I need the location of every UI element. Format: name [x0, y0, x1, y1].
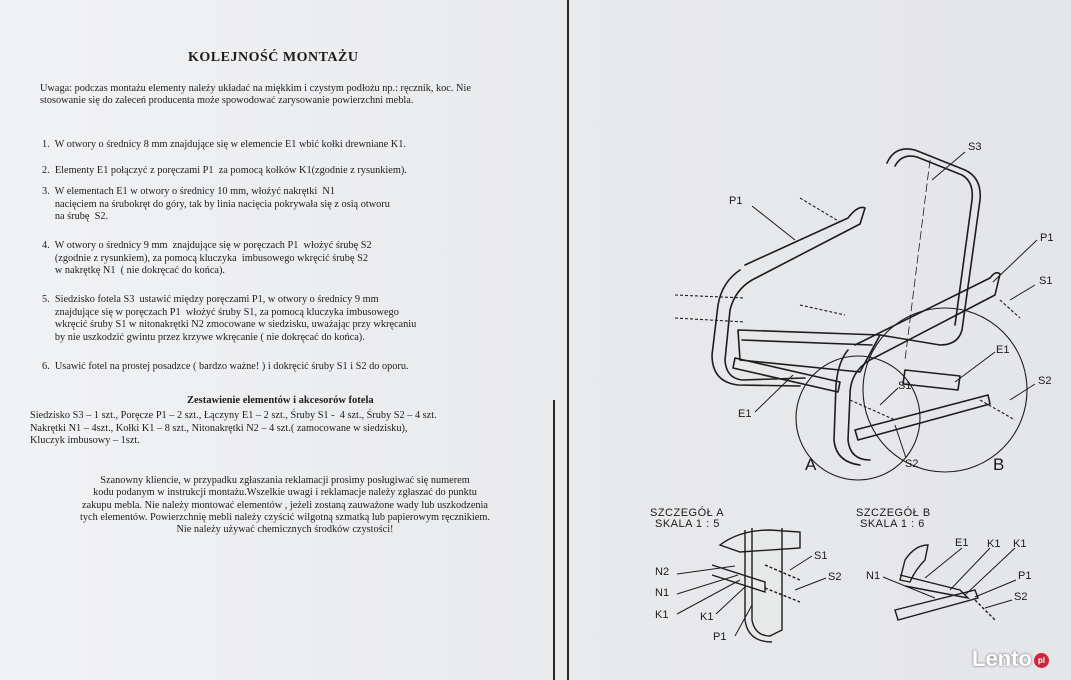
- right-runner: [854, 394, 991, 441]
- page-fold-line: [567, 0, 569, 680]
- detail-b-label-k1-b: K1: [1013, 538, 1026, 550]
- label-p1-left: P1: [729, 195, 742, 207]
- assembly-drawing: S3 P1 P1 S1 E1 S1 S2 E1 S2 A B SZCZEGÓŁ …: [650, 141, 1053, 643]
- left-armrest-outline: [724, 206, 866, 381]
- label-p1-right: P1: [1040, 232, 1053, 244]
- label-s1-mid: S1: [898, 380, 911, 392]
- notice-line: Szanowny kliencie, w przypadku zgłaszani…: [100, 475, 470, 486]
- detail-a-label-p1: P1: [713, 631, 726, 643]
- detail-b-label-s2: S2: [1014, 591, 1027, 603]
- detail-a-scale: SKALA 1 : 5: [655, 518, 720, 530]
- logo-dot: pl: [1033, 652, 1049, 668]
- step-1: 1. W otwory o średnicy 8 mm znajdujące s…: [42, 139, 406, 150]
- customer-notice: Szanowny kliencie, w przypadku zgłaszani…: [0, 475, 570, 536]
- detail-a-armrest: [751, 528, 783, 637]
- label-e1-right: E1: [996, 344, 1009, 356]
- detail-b-armrest: [899, 544, 929, 583]
- parts-list: Siedzisko S3 – 1 szt., Poręcze P1 – 2 sz…: [30, 410, 437, 446]
- label-circle-b: B: [993, 455, 1004, 474]
- detail-a-seat: [718, 529, 801, 553]
- label-s2-bottom: S2: [905, 458, 918, 470]
- detail-a-label-n2: N2: [655, 566, 669, 578]
- page-crease-line: [553, 400, 555, 680]
- detail-a-label-k1-b: K1: [700, 611, 713, 623]
- detail-a-label-n1: N1: [655, 587, 669, 599]
- notice-line: tych elementów. Powierzchnię mebli należ…: [80, 511, 490, 523]
- detail-a-label-k1-a: K1: [655, 609, 668, 621]
- logo-brand: Lento: [972, 646, 1032, 671]
- seat-back-outline: [879, 148, 982, 346]
- seat-outline: [737, 329, 881, 373]
- notice-line: kodu podanym w instrukcji montażu.Wszelk…: [93, 487, 477, 499]
- detail-a-label-s2: S2: [828, 571, 841, 583]
- detail-b-label-n1: N1: [866, 570, 880, 582]
- parts-heading: Zestawienie elementów i akcesorów fotela: [187, 395, 374, 406]
- step-2: 2. Elementy E1 połączyć z poręczami P1 z…: [42, 165, 407, 176]
- label-s2-right: S2: [1038, 375, 1051, 387]
- detail-b-circle: [862, 307, 1028, 473]
- right-armrest-outline: [847, 271, 1001, 461]
- detail-b-label-k1-a: K1: [987, 538, 1000, 550]
- detail-b-runner: [894, 589, 979, 621]
- detail-a-label-s1: S1: [814, 550, 827, 562]
- step-6: 6. Usawić fotel na prostej posadzce ( ba…: [42, 361, 409, 372]
- detail-b-scale: SKALA 1 : 6: [860, 518, 925, 530]
- detail-b-title: SZCZEGÓŁ B: [856, 506, 931, 519]
- label-circle-a: A: [805, 455, 817, 474]
- detail-a-title: SZCZEGÓŁ A: [650, 506, 724, 519]
- label-s3: S3: [968, 141, 981, 153]
- detail-a-circle: [795, 355, 921, 481]
- step-3: 3. W elementach E1 w otwory o średnicy 1…: [42, 186, 390, 222]
- left-runner: [732, 357, 841, 393]
- warning-text: Uwaga: podczas montażu elementy należy u…: [40, 83, 471, 106]
- step-5: 5. Siedzisko fotela S3 ustawić między po…: [42, 294, 417, 343]
- detail-b-label-p1: P1: [1018, 570, 1031, 582]
- label-s1-top: S1: [1039, 275, 1052, 287]
- detail-b-label-e1: E1: [955, 537, 968, 549]
- step-4: 4. W otwory o średnicy 9 mm znajdujące s…: [42, 240, 372, 276]
- notice-line: zakupu mebla. Nie należy montować elemen…: [82, 499, 488, 511]
- document-title: KOLEJNOŚĆ MONTAŻU: [188, 50, 359, 65]
- notice-line: Nie należy używać chemicznych środków cz…: [176, 524, 394, 536]
- label-e1-left: E1: [738, 408, 751, 420]
